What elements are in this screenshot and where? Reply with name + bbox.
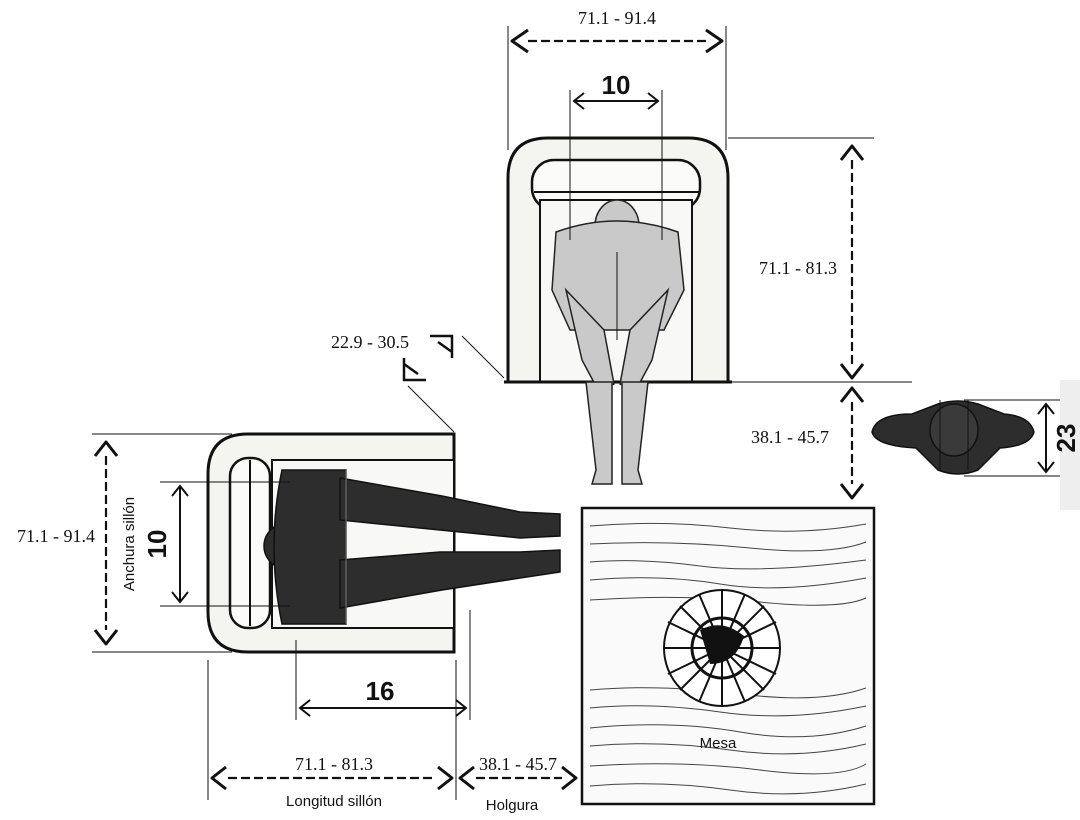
top-width-dimension: 71.1 - 91.4 [507, 8, 727, 150]
diagonal-dimension: 22.9 - 30.5 [331, 332, 505, 433]
bottom-clearance-label: 38.1 - 45.7 [479, 754, 557, 774]
head-top-view [871, 400, 1035, 475]
mesa-label: Mesa [700, 735, 737, 752]
longitud-label: Longitud sillón [286, 793, 382, 810]
centerpiece [663, 589, 781, 707]
bottom-length-label: 71.1 - 81.3 [295, 754, 373, 774]
side-clearance-label: 38.1 - 45.7 [751, 427, 829, 447]
top-depth-label: 71.1 - 81.3 [759, 258, 837, 278]
left-reclining-figure [263, 469, 561, 625]
bottom-length-dimension: 71.1 - 81.3 Longitud sillón [207, 660, 457, 810]
diagonal-label: 22.9 - 30.5 [331, 332, 409, 352]
holgura-label: Holgura [486, 797, 539, 814]
left-inner-dimension: 10 [142, 481, 290, 607]
left-width-dimension: 71.1 - 91.4 Anchura sillón [17, 433, 232, 653]
top-inner-label: 10 [602, 70, 631, 100]
seat-dimension: 16 [295, 610, 471, 720]
top-inner-dimension: 10 [569, 70, 663, 240]
seat-label: 16 [366, 676, 395, 706]
head-height-label: 23 [1051, 424, 1080, 453]
side-clearance-dimension: 38.1 - 45.7 [751, 386, 865, 500]
top-width-label: 71.1 - 91.4 [578, 8, 656, 28]
left-width-label: 71.1 - 91.4 [17, 526, 95, 546]
left-inner-label: 10 [142, 530, 172, 559]
top-seated-figure [551, 199, 685, 485]
anchura-label: Anchura sillón [121, 497, 138, 591]
bottom-clearance-dimension: 38.1 - 45.7 Holgura [458, 754, 578, 814]
top-depth-dimension: 71.1 - 81.3 [728, 137, 912, 383]
head-height-dimension: 23 [964, 380, 1080, 510]
table-top-view: Mesa [580, 506, 876, 806]
